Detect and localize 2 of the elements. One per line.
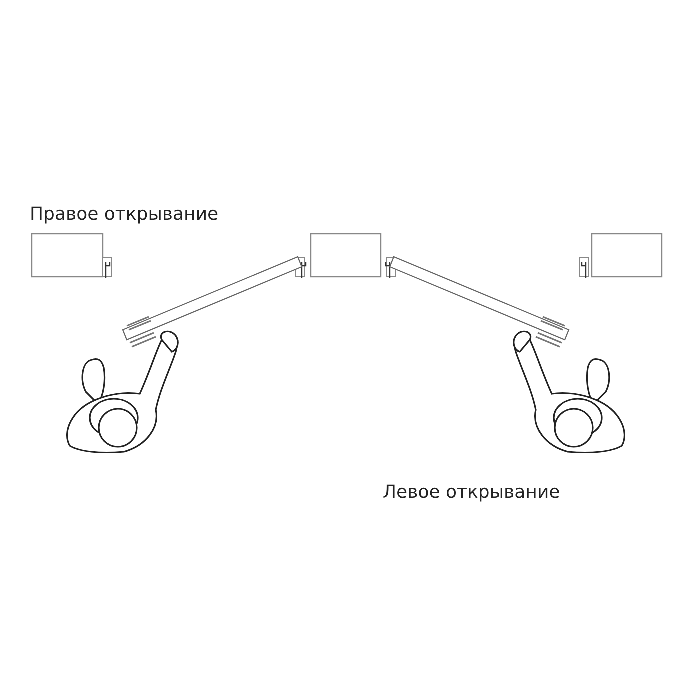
heading-text: Левое открывание (383, 482, 560, 504)
heading-text: Правое открывание (30, 204, 219, 226)
